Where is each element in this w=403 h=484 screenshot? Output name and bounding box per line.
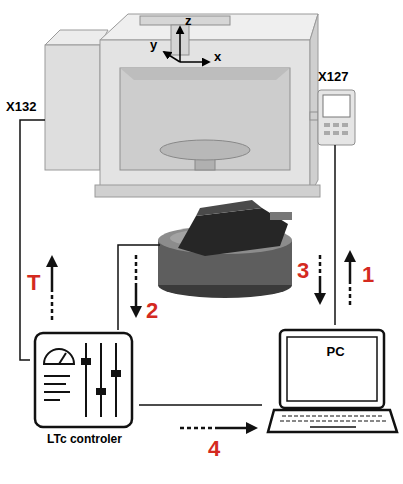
cnc-machine: [342, 131, 348, 135]
axis-arrows: [164, 27, 209, 62]
device-name: PC: [262, 345, 403, 360]
cnc-machine: [120, 68, 290, 80]
controller-icon: [35, 333, 132, 427]
signal-direction-arrow: [344, 250, 356, 262]
controller-icon: [44, 391, 70, 393]
signal-direction-arrow: [135, 285, 138, 307]
cnc-machine: [324, 123, 330, 127]
cnc-machine: [100, 40, 310, 195]
laptop-icon: [280, 330, 384, 408]
signal-direction-arrow: [349, 280, 352, 305]
device-cable: [118, 245, 160, 330]
signal-direction-arrow: [46, 250, 356, 434]
cnc-machine: [333, 123, 339, 127]
controller-icon: [81, 358, 91, 365]
laptop-icon: [280, 421, 386, 422]
controller-icon: [44, 375, 70, 377]
callout-number: T: [27, 270, 40, 295]
cnc-machine: [324, 131, 330, 135]
axis-label: y: [150, 38, 157, 53]
cnc-machine: [333, 131, 339, 135]
laser-tracer-device: [196, 200, 262, 216]
axis-arrows: [180, 61, 209, 63]
cnc-machine: [45, 14, 355, 200]
cnc-machine: [100, 14, 318, 40]
signal-direction-arrow: [46, 255, 58, 267]
axis-label: z: [185, 14, 192, 29]
controller-icon: [115, 343, 117, 417]
signal-direction-arrow: [51, 290, 54, 320]
cnc-machine: [160, 140, 250, 160]
callout-number: 4: [208, 436, 220, 461]
callout-number: 1: [362, 262, 374, 287]
laser-tracer-device: [158, 200, 292, 298]
callout-number: 2: [146, 298, 158, 323]
laptop-icon: [310, 426, 356, 428]
controller-icon: [111, 370, 121, 377]
controller-icon: [44, 399, 60, 401]
cnc-machine: [95, 185, 320, 197]
signal-direction-arrow: [215, 427, 247, 430]
signal-direction-arrow: [130, 306, 142, 318]
controller-icon: [59, 353, 66, 364]
device-name: LTc controler: [30, 433, 139, 447]
cnc-machine: [310, 14, 318, 195]
signal-wire: [334, 200, 336, 325]
signal-direction-arrow: [180, 427, 215, 430]
cnc-machine: [323, 95, 350, 117]
cnc-machine: [342, 123, 348, 127]
controller-icon: [44, 383, 66, 385]
controller-icon: [96, 388, 106, 395]
axis-arrows: [179, 27, 181, 62]
signal-wire: [139, 404, 262, 406]
controller-icon: [35, 333, 132, 427]
axis-label: x: [214, 50, 221, 65]
port-name: X132: [6, 100, 36, 115]
port-name: X127: [318, 70, 348, 85]
controller-icon: [100, 343, 102, 417]
cnc-machine: [45, 45, 100, 170]
device-cable: [118, 245, 160, 330]
callout-number: 3: [297, 258, 309, 283]
controller-icon: [44, 349, 74, 364]
signal-direction-arrow: [319, 280, 322, 294]
signal-direction-arrow: [319, 255, 322, 280]
laser-tracer-device: [270, 212, 292, 220]
machine-tool: y z x: [45, 5, 360, 200]
cnc-machine: [318, 90, 355, 145]
signal-direction-arrow: [246, 422, 258, 434]
axis-arrows: [164, 52, 180, 62]
cnc-machine: [45, 30, 108, 45]
controller-icon: [85, 343, 87, 417]
pc-box: PC: [262, 325, 403, 437]
cnc-machine: [310, 112, 318, 120]
signal-wire: [20, 120, 45, 360]
laptop-icon: [282, 416, 383, 417]
cnc-machine: [334, 145, 336, 200]
signal-direction-arrow: [314, 293, 326, 305]
controller-box: LTc controler: [30, 330, 139, 452]
signal-direction-arrow: [349, 261, 352, 280]
laptop-icon: [268, 410, 397, 432]
signal-direction-arrow: [51, 266, 54, 290]
signal-direction-arrow: [135, 255, 138, 285]
cnc-machine: [120, 68, 290, 170]
